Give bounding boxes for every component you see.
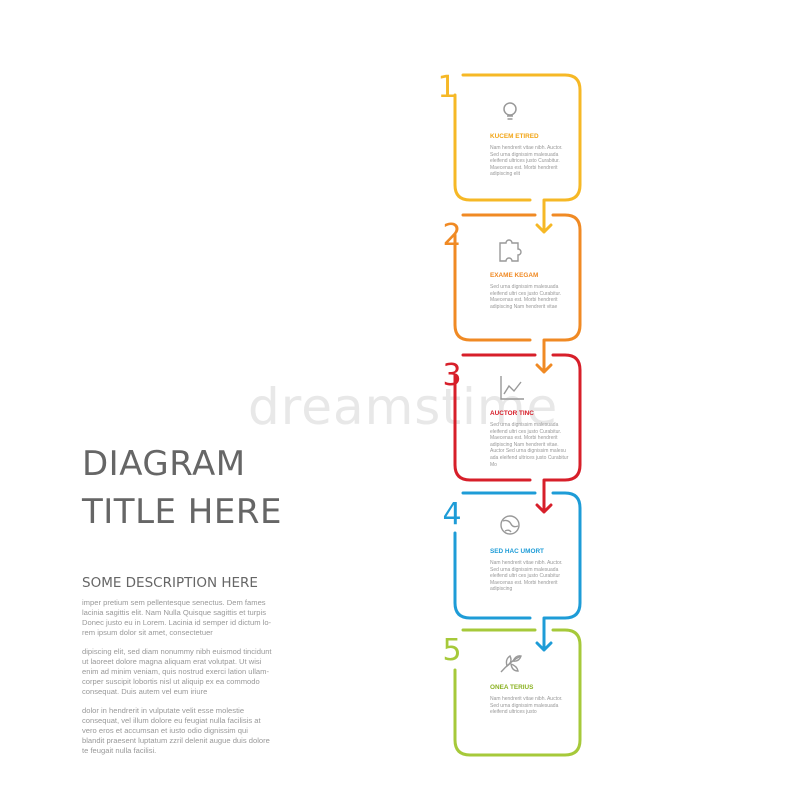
step-3-heading: AUCTOR TINC	[490, 410, 534, 417]
step-2-heading: EXAME KEGAM	[490, 272, 539, 279]
paragraph-2: dipiscing elit, sed diam nonummy nibh eu…	[82, 647, 272, 696]
paragraph-3: dolor in hendrerit in vulputate velit es…	[82, 706, 270, 755]
step-3-number: 3	[442, 358, 461, 393]
step-4-number: 4	[442, 497, 461, 532]
step-2-body: Sed urna dignissim malesuada eleifend ul…	[490, 284, 562, 310]
step-1-outline	[453, 73, 582, 234]
step-5-body: Nam hendrerit vitae nibh. Auctor. Sed ur…	[490, 696, 563, 716]
step-1-heading: KUCEM ETIRED	[490, 133, 539, 140]
title-line-1: DIAGRAM	[82, 444, 246, 484]
diagram-title: DIAGRAM TITLE HERE	[82, 440, 282, 536]
step-4-body: Nam hendrerit vitae nibh. Auctor. Sed ur…	[490, 560, 563, 593]
step-5-outline	[453, 628, 582, 757]
step-5-heading: ONEA TERIUS	[490, 684, 534, 691]
step-1: 1	[437, 70, 582, 234]
description-body: imper pretium sem pellentesque senectus.…	[82, 598, 272, 765]
title-line-2: TITLE HERE	[82, 492, 282, 532]
description-heading: SOME DESCRIPTION HERE	[82, 575, 258, 591]
step-3-body: Sed urna dignissim malesuada eleifend ul…	[490, 422, 569, 468]
step-4-heading: SED HAC UMORT	[490, 548, 544, 555]
step-3: 3	[442, 353, 582, 514]
step-2: 2	[442, 213, 582, 374]
step-1-number: 1	[437, 70, 456, 105]
step-5-number: 5	[442, 633, 461, 668]
step-4-outline	[453, 491, 582, 652]
step-4: 4	[442, 491, 582, 652]
step-1-body: Nam hendrerit vitae nibh. Auctor. Sed ur…	[490, 145, 563, 178]
paragraph-1: imper pretium sem pellentesque senectus.…	[82, 598, 272, 637]
step-3-content: AUCTOR TINC Sed urna dignissim malesuada…	[490, 410, 572, 468]
leaf-icon	[500, 655, 522, 673]
step-5-content: ONEA TERIUS Nam hendrerit vitae nibh. Au…	[490, 684, 572, 716]
step-3-outline	[453, 353, 582, 514]
lightbulb-icon	[503, 102, 517, 120]
puzzle-icon	[499, 239, 522, 262]
step-2-content: EXAME KEGAM Sed urna dignissim malesuada…	[490, 272, 572, 310]
step-2-number: 2	[442, 218, 461, 253]
step-1-content: KUCEM ETIRED Nam hendrerit vitae nibh. A…	[490, 133, 572, 178]
step-4-content: SED HAC UMORT Nam hendrerit vitae nibh. …	[490, 548, 572, 593]
chart-icon	[500, 376, 524, 400]
globe-icon	[500, 515, 520, 535]
step-2-outline	[453, 213, 582, 374]
step-5: 5	[442, 628, 582, 757]
